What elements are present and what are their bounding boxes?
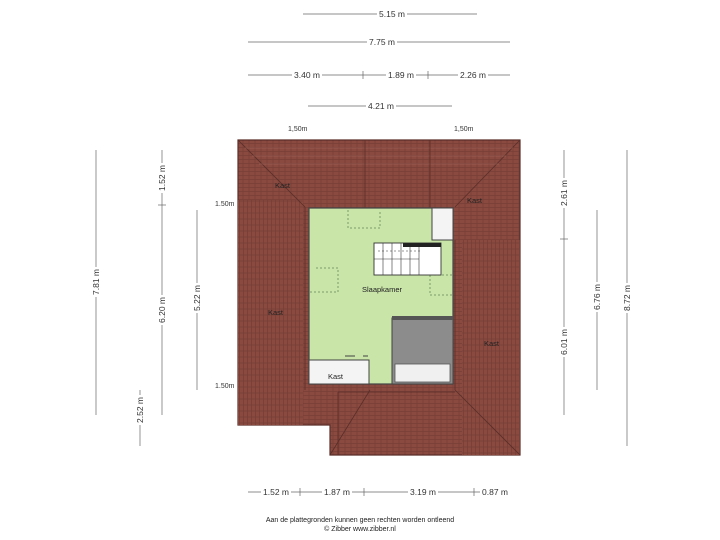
- dim-left-3: 6.20 m: [157, 295, 167, 325]
- dim-top-2: 7.75 m: [367, 37, 397, 47]
- height-label-1: 1,50m: [288, 126, 308, 133]
- dim-bottom-3: 3.19 m: [408, 487, 438, 497]
- dim-right-2: 6.01 m: [559, 327, 569, 357]
- dim-left-1: 7.81 m: [91, 267, 101, 297]
- stairs: [373, 242, 442, 276]
- dim-right-3: 6.76 m: [592, 282, 602, 312]
- dim-bottom-2: 1.87 m: [322, 487, 352, 497]
- dim-top-6: 4.21 m: [366, 101, 396, 111]
- dim-right-1: 2.61 m: [559, 178, 569, 208]
- footer-credit: © Zibber www.zibber.nl: [324, 526, 396, 533]
- dim-bottom-4: 0.87 m: [480, 487, 510, 497]
- dim-top-1: 5.15 m: [377, 9, 407, 19]
- room-label-kast-bottom: Kast: [328, 372, 344, 381]
- dim-right-4: 8.72 m: [622, 283, 632, 313]
- dim-top-4: 1.89 m: [386, 70, 416, 80]
- room-label-slaapkamer: Slaapkamer: [362, 285, 403, 294]
- height-label-2: 1,50m: [454, 126, 474, 133]
- room-label-kast-left: Kast: [268, 308, 284, 317]
- bottom-dimension-lines: [248, 488, 510, 496]
- dim-left-4: 2.52 m: [135, 395, 145, 425]
- room-label-kast-right: Kast: [484, 339, 500, 348]
- room-label-kast-top-left: Kast: [275, 181, 291, 190]
- dim-top-5: 2.26 m: [458, 70, 488, 80]
- dim-top-3: 3.40 m: [292, 70, 322, 80]
- left-dimension-lines: [95, 150, 198, 446]
- height-label-3: 1.50m: [215, 201, 235, 208]
- dim-left-2: 1.52 m: [157, 163, 167, 193]
- kast-closet: [308, 355, 370, 385]
- height-label-4: 1.50m: [215, 383, 235, 390]
- top-dimension-lines: [248, 13, 510, 107]
- room-label-kast-top-right: Kast: [467, 196, 483, 205]
- dim-bottom-1: 1.52 m: [261, 487, 291, 497]
- bed: [391, 316, 454, 385]
- dim-left-5: 5.22 m: [192, 283, 202, 313]
- footer-disclaimer: Aan de plattegronden kunnen geen rechten…: [265, 517, 455, 524]
